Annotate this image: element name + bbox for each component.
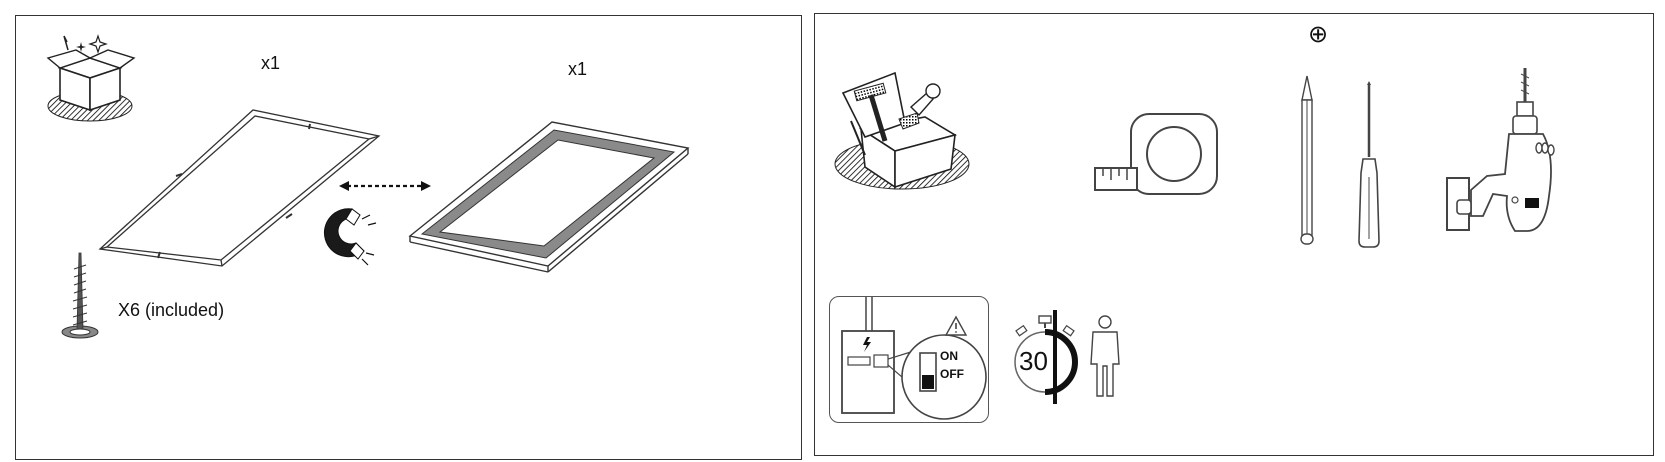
phillips-screw-icon: ⊕ bbox=[1308, 20, 1329, 48]
person-icon bbox=[1090, 315, 1120, 397]
led-panel-icon bbox=[408, 121, 690, 273]
divider bbox=[1053, 310, 1057, 404]
drill-icon bbox=[1446, 68, 1555, 232]
timer-icon: 30 bbox=[1009, 314, 1081, 399]
panel-quantity-label: x1 bbox=[568, 59, 588, 79]
timer-minutes: 30 bbox=[1019, 346, 1048, 376]
frame-quantity-label: x1 bbox=[261, 53, 281, 73]
right-panel: ⊕ bbox=[814, 13, 1654, 456]
magnet-icon bbox=[323, 208, 377, 266]
screw-quantity-label: X6 (included) bbox=[118, 300, 225, 320]
breaker-on-label: ON bbox=[940, 349, 958, 363]
frame-kit-icon bbox=[98, 109, 381, 267]
unbox-icon bbox=[46, 34, 136, 122]
power-off-icon: ON OFF bbox=[829, 296, 989, 423]
pencil-icon bbox=[1300, 75, 1314, 245]
double-arrow-icon bbox=[339, 181, 431, 191]
tape-measure-icon bbox=[1094, 113, 1218, 195]
left-panel: x1 x1 bbox=[15, 15, 802, 460]
toolbox-icon bbox=[834, 71, 970, 190]
screw-anchor-icon bbox=[61, 252, 99, 339]
screwdriver-icon bbox=[1358, 81, 1380, 248]
breaker-off-label: OFF bbox=[940, 367, 964, 381]
